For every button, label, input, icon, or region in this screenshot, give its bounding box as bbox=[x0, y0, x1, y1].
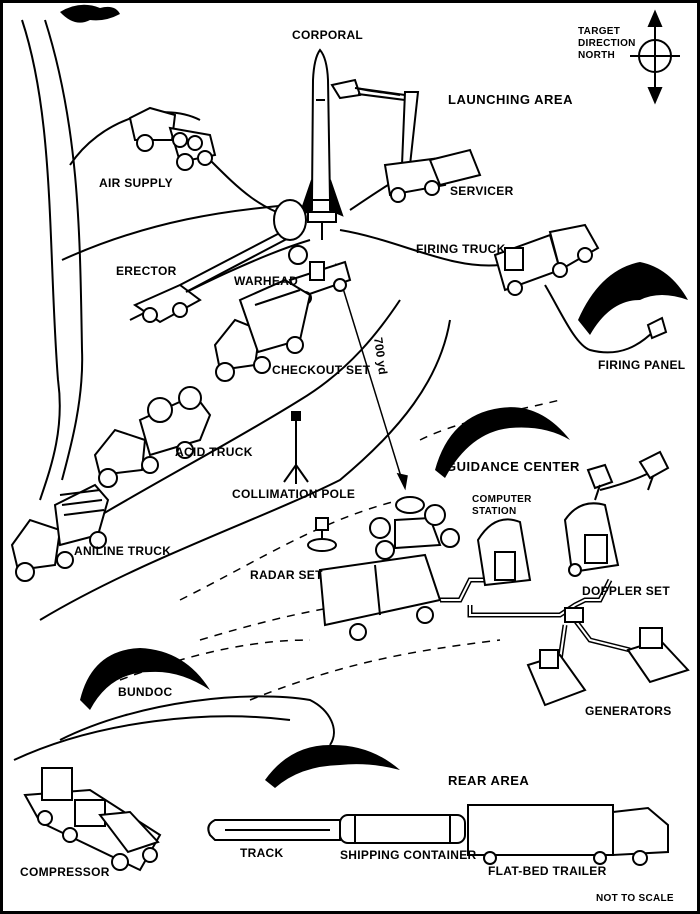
acid-truck-label: ACID TRUCK bbox=[175, 445, 253, 459]
firing-panel-label: FIRING PANEL bbox=[598, 358, 686, 372]
guidance-center-heading: GUIDANCE CENTER bbox=[446, 459, 580, 474]
collimation-pole-label: COLLIMATION POLE bbox=[232, 487, 356, 501]
erector-icon bbox=[132, 199, 308, 324]
target-direction-line-2: DIRECTION bbox=[578, 38, 636, 49]
flat-bed-trailer-label: FLAT-BED TRAILER bbox=[488, 864, 607, 878]
corporal-missile-icon bbox=[298, 48, 344, 240]
target-direction-line-3: NORTH bbox=[578, 50, 616, 61]
target-direction-line-1: TARGET bbox=[578, 26, 621, 37]
firing-truck-label: FIRING TRUCK bbox=[416, 242, 506, 256]
distance-label: 700 yd bbox=[371, 336, 390, 375]
generators-label: GENERATORS bbox=[585, 704, 672, 718]
doppler-set-label: DOPPLER SET bbox=[582, 584, 670, 598]
computer-station-line-2: STATION bbox=[472, 506, 517, 517]
checkout-truck-icon bbox=[213, 278, 312, 382]
acid-truck-icon bbox=[93, 386, 212, 488]
air-supply-truck-icon bbox=[128, 106, 217, 171]
servicer-crane-icon bbox=[330, 78, 482, 203]
air-supply-label: AIR SUPPLY bbox=[99, 176, 173, 190]
firing-truck-icon bbox=[493, 223, 600, 296]
rear-area-icons bbox=[23, 767, 669, 872]
aniline-truck-label: ANILINE TRUCK bbox=[74, 544, 172, 558]
checkout-set-label: CHECKOUT SET bbox=[272, 363, 371, 377]
shipping-container-label: SHIPPING CONTAINER bbox=[340, 848, 477, 862]
rear-area-heading: REAR AREA bbox=[448, 773, 530, 788]
radar-set-label: RADAR SET bbox=[250, 568, 323, 582]
computer-station-line-1: COMPUTER bbox=[472, 494, 532, 505]
servicer-label: SERVICER bbox=[450, 184, 514, 198]
computer-station-label: COMPUTER STATION bbox=[472, 494, 532, 518]
erector-label: ERECTOR bbox=[116, 264, 177, 278]
bundoc-label: BUNDOC bbox=[118, 685, 173, 699]
firing-panel-icon bbox=[646, 316, 668, 340]
compass-icon bbox=[630, 9, 680, 105]
not-to-scale-label: NOT TO SCALE bbox=[596, 893, 674, 904]
guidance-center-icons bbox=[307, 450, 690, 707]
corporal-label: CORPORAL bbox=[292, 28, 364, 42]
guidance-cables-inner bbox=[440, 579, 631, 661]
track-label: TRACK bbox=[240, 846, 284, 860]
collimation-pole-icon bbox=[283, 411, 309, 484]
warhead-label: WARHEAD bbox=[234, 274, 299, 288]
aniline-truck-icon bbox=[10, 483, 110, 582]
launching-area-heading: LAUNCHING AREA bbox=[448, 92, 573, 107]
target-direction-label: TARGET DIRECTION NORTH bbox=[578, 26, 636, 62]
compressor-label: COMPRESSOR bbox=[20, 865, 110, 879]
vegetation bbox=[60, 4, 688, 788]
